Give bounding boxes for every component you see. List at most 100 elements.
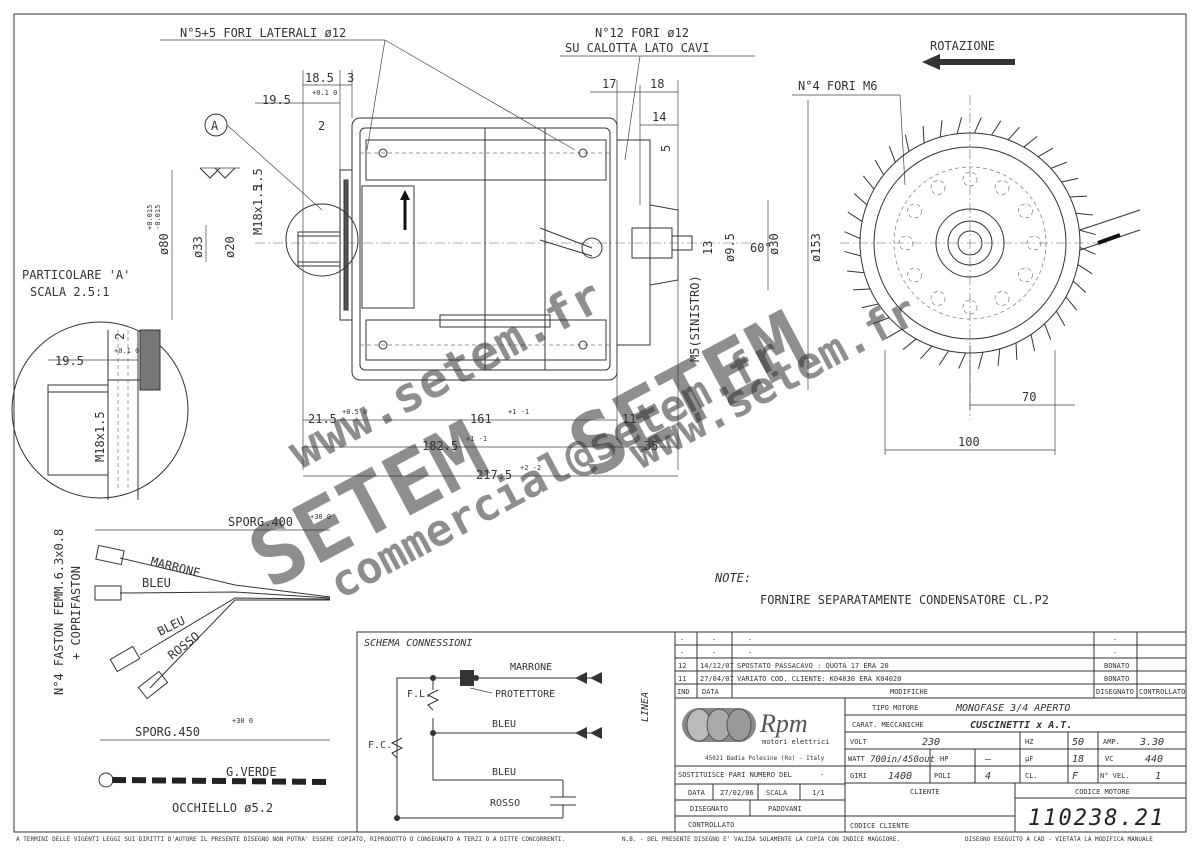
class-value: F: [1072, 771, 1079, 782]
dim-19-5-tol: +0.1 0: [312, 89, 337, 97]
terminal-box: [361, 185, 415, 309]
dim-182-5: 182.5: [422, 439, 458, 453]
rotation-label: ROTAZIONE: [930, 39, 995, 53]
cooling-fin: [844, 231, 861, 240]
side-view-dimensions: 18.5 3 19.5 +0.1 0 2 1.5 M18x1.5 ø80 +0.…: [146, 71, 781, 482]
poles-label: POLI: [934, 772, 951, 780]
cooling-fin: [873, 317, 890, 325]
vc-value: 440: [1145, 754, 1163, 765]
rev-row1-desc: -: [748, 636, 752, 644]
amp-label: AMP.: [1103, 738, 1120, 746]
vent-hole: [1026, 235, 1042, 251]
cooling-fin: [939, 120, 943, 138]
detail-a-title: PARTICOLARE 'A': [22, 268, 130, 282]
cooling-fin: [1030, 334, 1036, 352]
cooling-fin: [922, 126, 925, 144]
dim-182-5-tol: +1 -1: [466, 435, 487, 443]
cooling-fin: [977, 352, 984, 369]
dim-1-5: 1.5: [251, 168, 265, 190]
watt-value: 700in/450out: [870, 755, 935, 765]
overhang-450-tol: +30 0: [232, 717, 253, 725]
dim-21-5-tol: +0.5 0: [342, 408, 367, 416]
uf-label: µF: [1025, 755, 1033, 763]
callout-cap-holes-1: N°12 FORI ø12: [595, 26, 689, 40]
cooling-fin: [847, 211, 863, 222]
vent-hole: [962, 171, 978, 187]
cooling-fin: [1079, 246, 1096, 255]
title-block: Rpm motori elettrici 45021 Badia Polesin…: [674, 697, 1187, 833]
cooling-fin: [1069, 195, 1087, 198]
schema-linea: LINEA: [640, 692, 651, 722]
dim-d20: ø20: [223, 236, 237, 258]
dim-217-5: 217.5: [476, 468, 512, 482]
volt-label: VOLT: [850, 738, 868, 746]
rev-row1-drawn: -: [1113, 636, 1117, 644]
rev-row2-drawn: -: [1113, 649, 1117, 657]
poles-value: 4: [985, 771, 991, 782]
cooling-fin: [1037, 147, 1054, 158]
schema-rosso: ROSSO: [490, 798, 520, 809]
rev-header-drawn: DISEGNATO: [1096, 688, 1134, 696]
dim-d153: ø153: [809, 233, 823, 262]
uf-value: 18: [1072, 754, 1084, 765]
scale-label: SCALA: [766, 789, 788, 797]
detail-a-circle: [285, 203, 359, 277]
company-address: 45021 Badia Polesine (Ro) - Italy: [705, 755, 825, 762]
rev-row3-ind: 12: [678, 662, 686, 670]
dim-161: 161: [470, 412, 492, 426]
schema-protettore: PROTETTORE: [495, 689, 555, 700]
detail-19-5: 19.5: [55, 354, 84, 368]
motor-code-value: 110238.21: [1028, 806, 1165, 831]
cooling-fin: [853, 288, 871, 291]
detail-a-view: PARTICOLARE 'A' SCALA 2.5:1 19.5 +0.1 0 …: [11, 268, 189, 500]
vent-hole: [930, 180, 946, 195]
logo-text: Rpm: [759, 709, 808, 738]
cooling-fin: [861, 303, 879, 309]
motor-type-value: MONOFASE 3/4 APERTO: [955, 703, 1070, 714]
drawn-label: DISEGNATO: [690, 805, 728, 813]
dim-2: 2: [318, 119, 325, 133]
cooling-fin: [1061, 177, 1079, 183]
overhang-400: SPORG.400: [228, 515, 293, 529]
dim-thread: M18x1.5: [251, 184, 265, 235]
cooling-fin: [844, 250, 861, 257]
rear-end-cap: [617, 139, 651, 346]
dim-18-5: 18.5: [305, 71, 334, 85]
logo-sub: motori elettrici: [762, 738, 829, 746]
motor-type-label: TIPO MOTORE: [872, 704, 918, 712]
dim-d9-5: ø9.5: [723, 233, 737, 262]
cooling-fin: [958, 352, 967, 369]
faston-cover-label: + COPRIFASTON: [69, 566, 83, 660]
connection-schema: SCHEMA CONNESSIONI MARRONE PROTETTORE BL…: [356, 631, 676, 833]
hz-value: 50: [1072, 737, 1084, 748]
cooling-fin: [874, 159, 885, 176]
dim-14: 14: [652, 110, 666, 124]
dim-17: 17: [602, 77, 616, 91]
vent-hole: [994, 291, 1010, 306]
rev-header-ind: IND: [677, 688, 690, 696]
watermarks: www.setem.fr SETEM SETEM www.setem.fr co…: [233, 268, 925, 609]
faston-label: N°4 FASTON FEMM.6.3x0.8: [52, 529, 66, 695]
checked-label: CONTROLLATO: [688, 821, 734, 829]
cooling-fin: [847, 270, 865, 274]
detail-a-scale: SCALA 2.5:1: [30, 285, 109, 299]
callout-front-holes: N°4 FORI M6: [798, 79, 877, 93]
vent-hole: [962, 299, 978, 315]
cooling-fin: [1055, 310, 1066, 327]
rotation-arrow: [922, 54, 1015, 70]
dim-13: 13: [701, 241, 715, 255]
vent-hole: [1018, 267, 1033, 283]
client-code-label: CODICE CLIENTE: [850, 822, 909, 830]
rev-row3-drawn: BONATO: [1104, 662, 1129, 670]
amp-value: 3.30: [1139, 737, 1164, 748]
detail-thread: M18x1.5: [93, 411, 107, 462]
dim-d33: ø33: [191, 236, 205, 258]
dim-m5-left: M5(SINISTRO): [688, 275, 702, 362]
rev-header-data: DATA: [702, 688, 720, 696]
date-label: DATA: [688, 789, 706, 797]
top-callouts: N°5+5 FORI LATERALI ø12 N°12 FORI ø12 SU…: [160, 26, 755, 211]
company-logo: Rpm motori elettrici 45021 Badia Polesin…: [682, 708, 829, 762]
dim-d80: ø80: [157, 233, 171, 255]
ground-label: G.VERDE: [226, 765, 277, 779]
dim-35: 35: [644, 439, 658, 453]
